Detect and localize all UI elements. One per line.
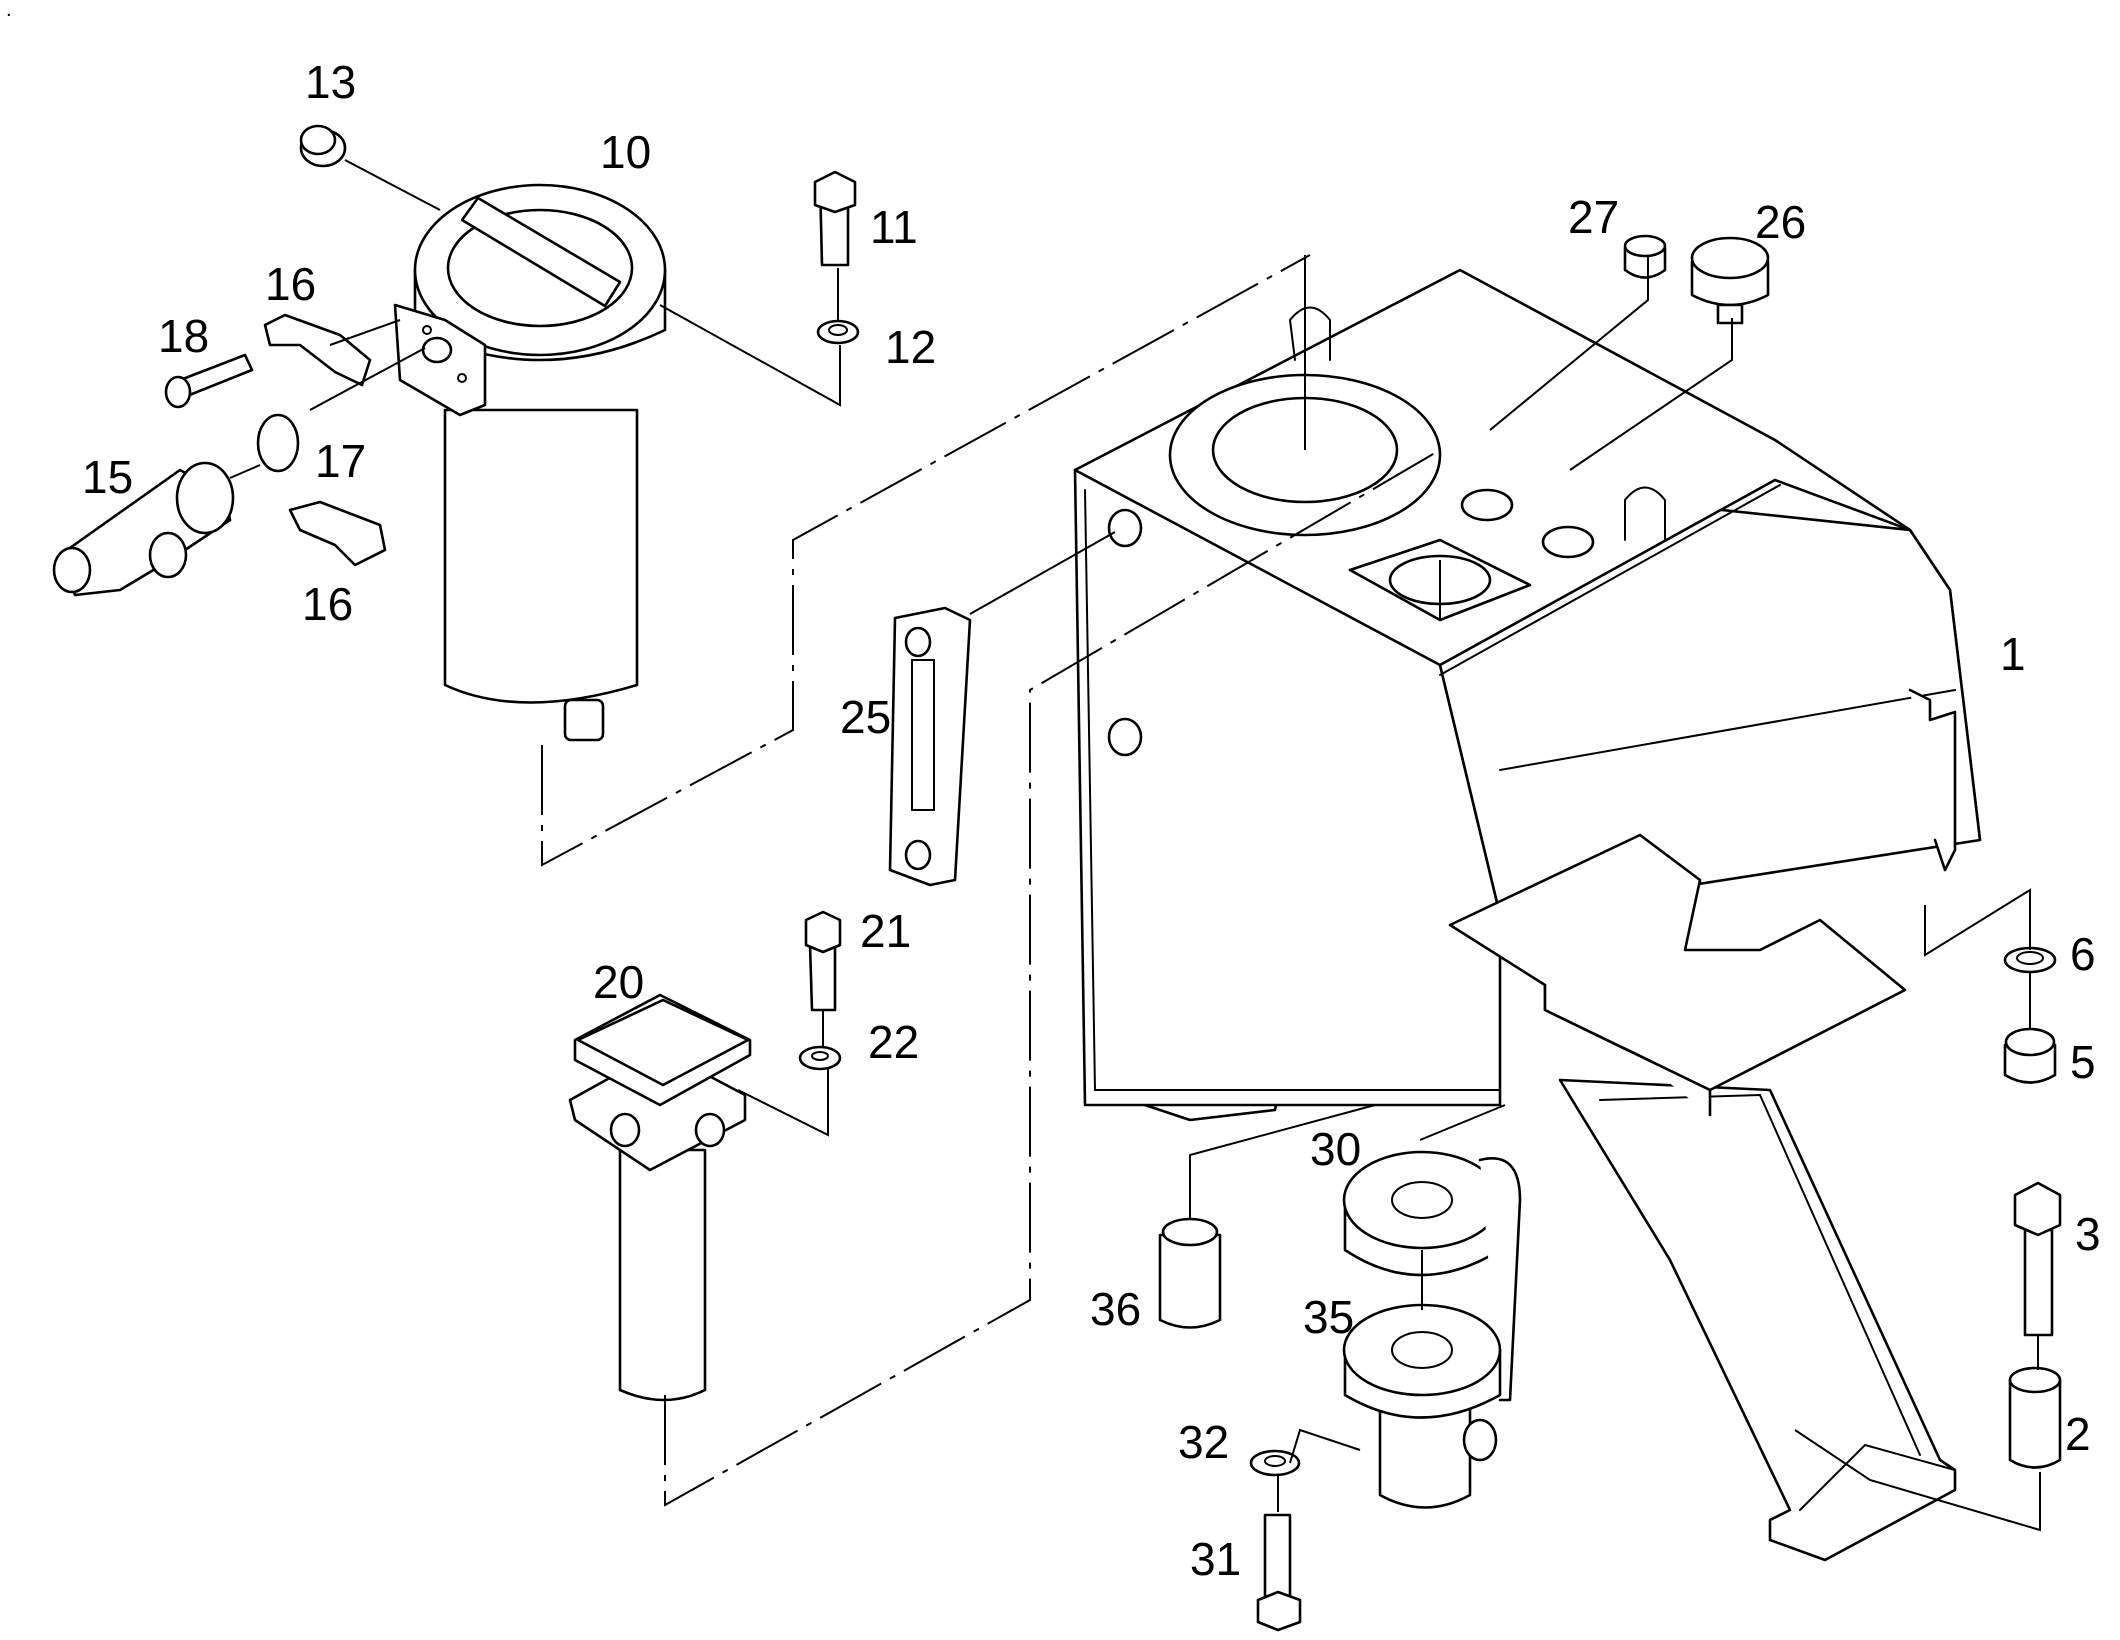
label-31: 31 <box>1190 1533 1241 1585</box>
label-1: 1 <box>2000 628 2026 680</box>
label-15: 15 <box>82 451 133 503</box>
label-10: 10 <box>600 126 651 178</box>
part-3-bolt <box>2013 1181 2062 1337</box>
part-31-bolt <box>1256 1513 1302 1632</box>
label-32: 32 <box>1178 1416 1229 1468</box>
label-16-lower: 16 <box>302 578 353 630</box>
part-12-washer <box>816 319 860 345</box>
label-11: 11 <box>870 201 918 253</box>
leader-lines <box>229 159 2041 1532</box>
part-18-screw <box>164 353 254 409</box>
label-36: 36 <box>1090 1283 1141 1335</box>
part-32-washer <box>1249 1449 1301 1477</box>
tank-port-27 <box>1460 488 1514 522</box>
part-35-suction-valve <box>1342 1303 1502 1509</box>
part-16-clamp-lower <box>288 500 387 567</box>
tank-side-port <box>1107 717 1143 757</box>
label-5: 5 <box>2070 1036 2096 1088</box>
part-17-o-ring <box>256 413 300 473</box>
hydraulic-tank <box>1073 268 1982 1562</box>
label-22: 22 <box>868 1016 919 1068</box>
part-10-return-filter <box>393 183 667 742</box>
part-5-plug <box>2003 1027 2057 1084</box>
label-2: 2 <box>2065 1408 2091 1460</box>
part-27-plug <box>1623 234 1667 279</box>
label-27: 27 <box>1568 191 1619 243</box>
filter-10-handle <box>460 196 622 308</box>
label-12: 12 <box>885 321 936 373</box>
part-22-washer <box>798 1045 842 1071</box>
tank-sight-port <box>1107 508 1143 548</box>
alignment-lines <box>541 254 1441 1507</box>
label-16-upper: 16 <box>265 258 316 310</box>
label-3: 3 <box>2075 1208 2101 1260</box>
part-26-breather-cap <box>1690 236 1770 325</box>
part-6-seal-ring <box>2003 946 2057 974</box>
label-25: 25 <box>840 691 891 743</box>
part-20-pressure-filter <box>568 993 752 1402</box>
label-17: 17 <box>315 435 366 487</box>
label-13: 13 <box>305 56 356 108</box>
part-11-bolt <box>813 170 857 267</box>
part-labels: 1 2 3 5 6 10 11 12 13 15 16 16 17 18 20 … <box>82 56 2101 1585</box>
label-30: 30 <box>1310 1123 1361 1175</box>
part-36-fitting <box>1158 1217 1222 1329</box>
tank-right-leg <box>1558 1078 1957 1562</box>
label-35: 35 <box>1303 1291 1354 1343</box>
tank-port-26 <box>1541 525 1595 559</box>
part-21-bolt <box>804 910 842 1012</box>
label-21: 21 <box>860 905 911 957</box>
tank-top-face <box>1073 268 1912 667</box>
label-20: 20 <box>593 956 644 1008</box>
corner-mark: . <box>6 0 12 21</box>
label-26: 26 <box>1755 196 1806 248</box>
part-2-sleeve <box>2008 1366 2062 1469</box>
label-6: 6 <box>2070 928 2096 980</box>
part-25-level-gauge <box>888 606 972 887</box>
part-13-plug <box>299 124 347 168</box>
part-16-clamp-upper <box>263 313 372 387</box>
part-30-flange <box>1342 1150 1522 1402</box>
part-15-tee-fitting <box>52 461 235 597</box>
label-18: 18 <box>158 310 209 362</box>
filter-10-bowl <box>443 408 639 704</box>
